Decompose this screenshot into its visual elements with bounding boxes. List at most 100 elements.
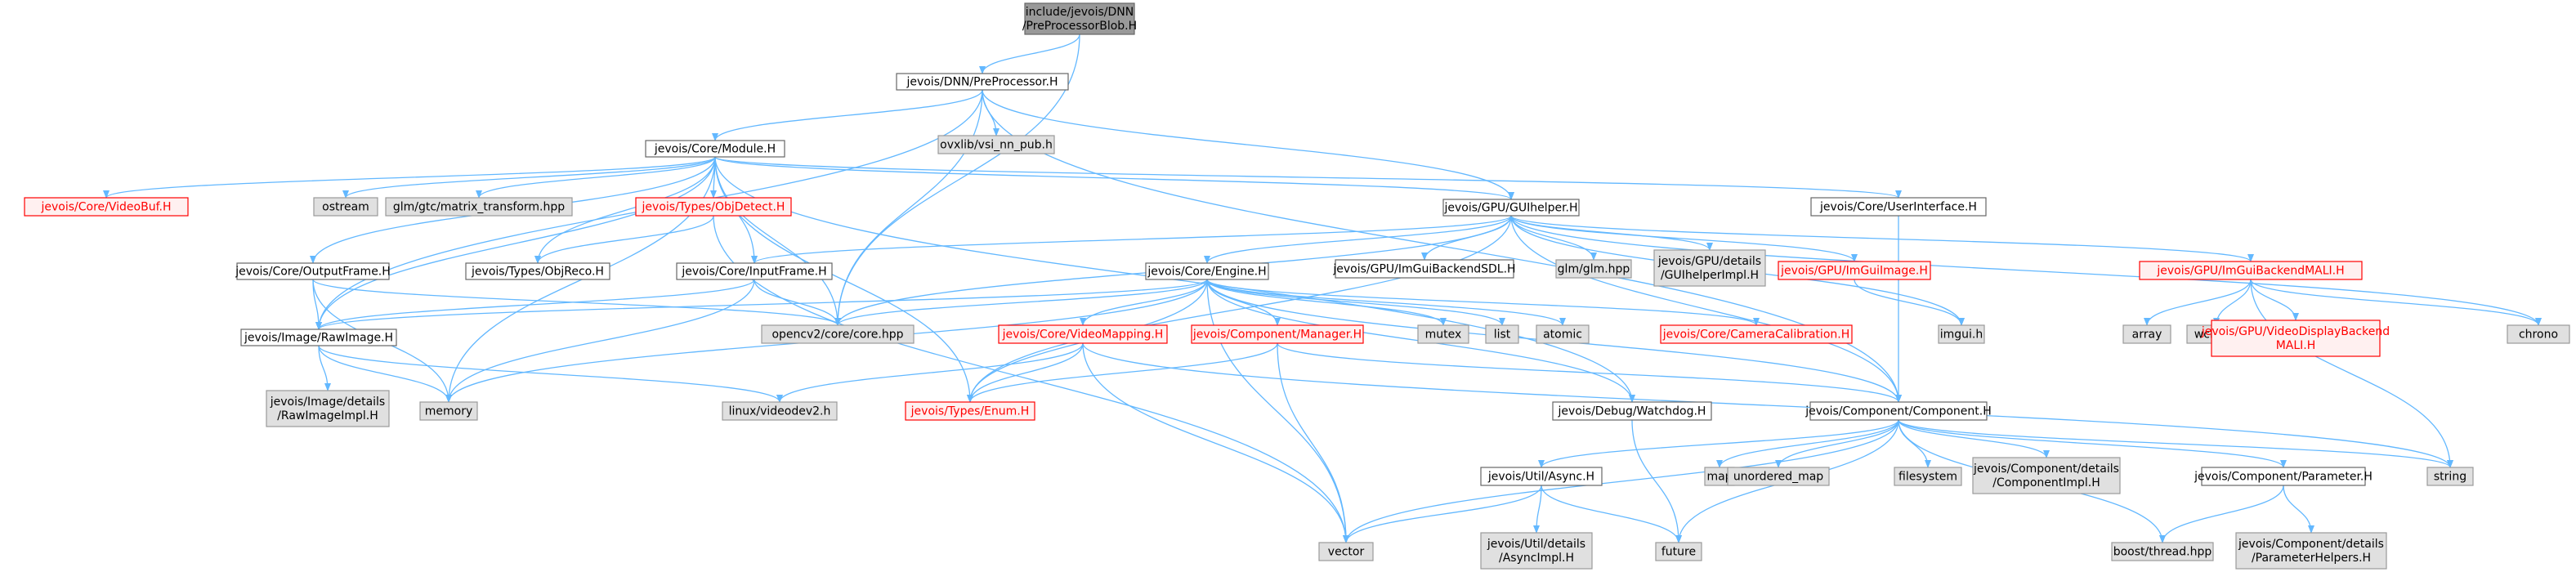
node-label: jevois/Component/details	[2238, 538, 2384, 551]
node-memory: memory	[419, 401, 478, 421]
node-label: imgui.h	[1940, 328, 1983, 342]
node-label: jevois/Types/ObjDetect.H	[642, 201, 785, 214]
edge-module-to-rawimage	[315, 156, 716, 330]
node-label: linux/videodev2.h	[729, 405, 831, 418]
edge-videomapping-to-vector	[1082, 342, 1349, 543]
node-engine[interactable]: jevois/Core/Engine.H	[1145, 262, 1269, 280]
node-pp[interactable]: jevois/DNN/PreProcessor.H	[896, 73, 1069, 91]
node-label: list	[1494, 328, 1511, 342]
node-objreco[interactable]: jevois/Types/ObjReco.H	[465, 262, 610, 280]
node-label: memory	[425, 405, 473, 418]
node-label: jevois/Core/CameraCalibration.H	[1662, 328, 1849, 342]
node-label: jevois/Types/Enum.H	[910, 405, 1030, 418]
node-label: include/jevois/DNN	[1026, 6, 1134, 19]
node-inframe[interactable]: jevois/Core/InputFrame.H	[676, 262, 833, 280]
node-module[interactable]: jevois/Core/Module.H	[645, 140, 785, 158]
node-label: unordered_map	[1733, 471, 1823, 484]
node-label: jevois/Core/Module.H	[654, 143, 776, 156]
node-ostream: ostream	[313, 197, 378, 217]
edge-component-to-vector	[1343, 419, 1899, 543]
edge-engine-to-camcal	[1206, 279, 1760, 326]
node-box-imguih	[1938, 324, 1985, 344]
edge-manager-to-component	[1277, 342, 1902, 403]
node-mali[interactable]: jevois/GPU/ImGuiBackendMALI.H	[2139, 261, 2363, 280]
edge-component-to-param	[1898, 419, 2287, 468]
node-label: opencv2/core/core.hpp	[771, 328, 903, 342]
edge-module-to-glmtrans	[476, 156, 716, 199]
node-watchdog[interactable]: jevois/Debug/Watchdog.H	[1552, 401, 1712, 421]
node-videomapping[interactable]: jevois/Core/VideoMapping.H	[998, 324, 1168, 344]
node-outframe[interactable]: jevois/Core/OutputFrame.H	[235, 262, 391, 280]
edge-videomapping-to-v4l2	[776, 342, 1084, 403]
node-box-asyncimpl	[1480, 532, 1593, 570]
node-guiimpl: jevois/GPU/details/GUIhelperImpl.H	[1653, 249, 1766, 287]
edge-mali-to-chrono	[2250, 279, 2542, 326]
edge-module-to-opencv	[714, 156, 841, 326]
node-box-ostream	[313, 197, 378, 217]
edge-component-to-string	[1898, 419, 2453, 468]
edge-guihelper-to-guiimpl	[1510, 215, 1713, 251]
node-rawimage[interactable]: jevois/Image/RawImage.H	[240, 328, 397, 346]
node-camcal[interactable]: jevois/Core/CameraCalibration.H	[1660, 324, 1853, 344]
node-box-imguiimage	[1778, 261, 1931, 280]
node-box-array	[2122, 324, 2171, 344]
node-label: jevois/GPU/ImGuiImage.H	[1780, 265, 1928, 278]
node-imguiimage[interactable]: jevois/GPU/ImGuiImage.H	[1778, 261, 1931, 280]
node-box-outframe	[236, 262, 390, 280]
node-label: chrono	[2519, 328, 2558, 342]
node-list: list	[1485, 324, 1519, 344]
node-guihelper[interactable]: jevois/GPU/GUIhelper.H	[1442, 199, 1580, 217]
node-sdl[interactable]: jevois/GPU/ImGuiBackendSDL.H	[1332, 259, 1516, 279]
node-label: glm/gtc/matrix_transform.hpp	[393, 201, 565, 214]
node-component[interactable]: jevois/Component/Component.H	[1805, 401, 1992, 421]
node-box-module	[645, 140, 785, 158]
edge-pp-to-module	[712, 89, 983, 141]
node-layer: include/jevois/DNN/PreProcessorBlob.H jev…	[24, 2, 2570, 570]
node-box-opencv	[761, 324, 915, 344]
edge-manager-to-enumh	[967, 342, 1278, 403]
edge-engine-to-atomic	[1206, 279, 1566, 326]
node-box-async	[1480, 467, 1603, 486]
node-array: array	[2122, 324, 2171, 344]
node-box-string	[2426, 467, 2474, 486]
node-videobuf[interactable]: jevois/Core/VideoBuf.H	[24, 197, 189, 217]
edge-root-to-pp	[979, 34, 1080, 74]
edge-imguiimage-to-imguih	[1854, 279, 1965, 326]
edge-guihelper-to-mali	[1510, 215, 2254, 262]
edge-engine-to-vector	[1206, 279, 1349, 543]
node-box-root	[1024, 2, 1135, 35]
node-label: jevois/GPU/GUIhelper.H	[1443, 202, 1577, 215]
node-label: glm/glm.hpp	[1558, 263, 1630, 276]
node-box-component	[1809, 401, 1988, 421]
node-param[interactable]: jevois/Component/Parameter.H	[2194, 467, 2373, 486]
node-box-watchdog	[1552, 401, 1712, 421]
node-label: jevois/GPU/ImGuiBackendMALI.H	[2156, 265, 2344, 278]
node-box-objdetect	[635, 197, 792, 217]
node-box-guihelper	[1442, 199, 1580, 217]
node-box-boostthread	[2111, 542, 2214, 561]
node-box-compimpl	[1972, 457, 2121, 494]
node-label: map	[1706, 471, 1732, 484]
edge-watchdog-to-future	[1631, 419, 1682, 543]
edge-async-to-future	[1541, 485, 1682, 543]
node-label: jevois/GPU/details	[1657, 255, 1761, 268]
edge-rawimage-to-memory	[318, 345, 452, 403]
node-enumh[interactable]: jevois/Types/Enum.H	[905, 401, 1035, 421]
node-manager[interactable]: jevois/Component/Manager.H	[1191, 324, 1364, 344]
node-label: jevois/Core/Engine.H	[1147, 266, 1266, 279]
node-box-manager	[1191, 324, 1364, 344]
node-userif[interactable]: jevois/Core/UserInterface.H	[1810, 197, 1987, 217]
node-objdetect[interactable]: jevois/Types/ObjDetect.H	[635, 197, 792, 217]
node-root[interactable]: include/jevois/DNN/PreProcessorBlob.H	[1022, 2, 1137, 35]
node-box-rawimpl	[266, 390, 390, 427]
node-box-userif	[1810, 197, 1987, 217]
node-box-mutex	[1417, 324, 1469, 344]
node-box-videobuf	[24, 197, 189, 217]
node-box-future	[1655, 542, 1702, 561]
node-box-memory	[419, 401, 478, 421]
node-box-paramhelpers	[2235, 532, 2387, 570]
edge-rawimage-to-rawimpl	[318, 345, 331, 391]
node-async[interactable]: jevois/Util/Async.H	[1480, 467, 1603, 486]
